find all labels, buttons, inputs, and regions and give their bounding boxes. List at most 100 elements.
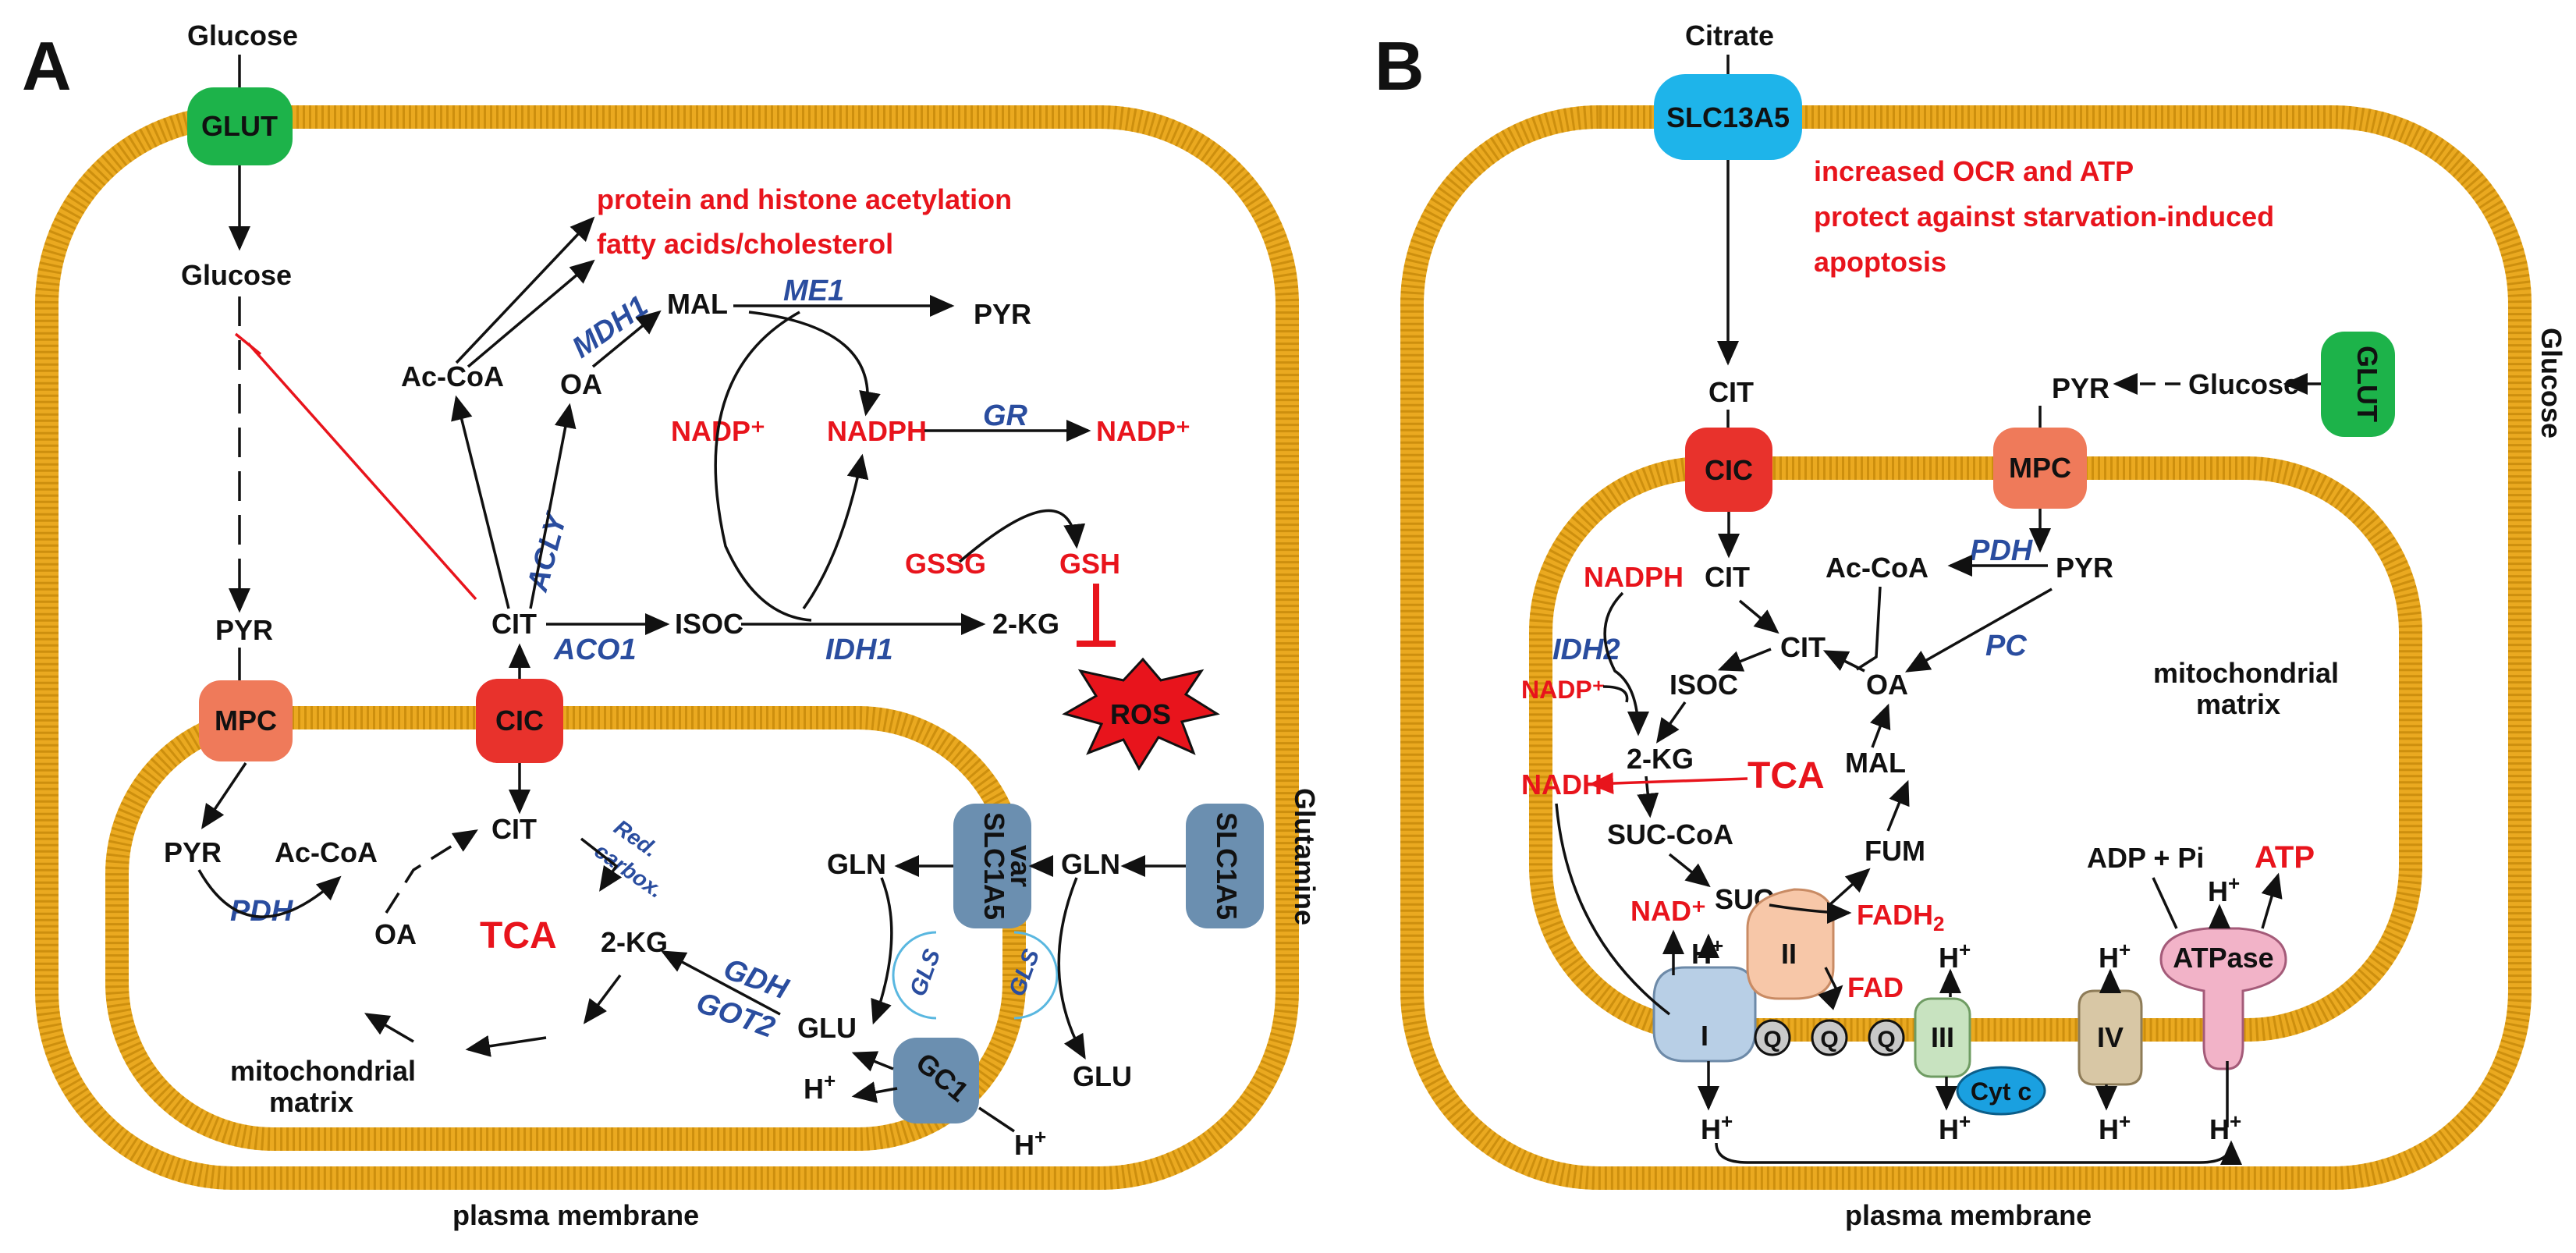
oa-cyto-a: OA [560,368,602,400]
pdh-label-b: PDH [1970,534,2034,567]
slc13a5-label: SLC13A5 [1666,101,1790,133]
glut-label-a: GLUT [201,110,278,142]
fad-b: FAD [1847,971,1904,1003]
acetylation-text: protein and histone acetylation [597,183,1012,215]
nadph-b: NADPH [1584,561,1684,593]
nadh-b: NADH [1521,768,1602,800]
h-complex-iii-bottom: H+ [1939,1109,1971,1145]
pyr-cyto-a: PYR [215,614,273,646]
tca-label-a: TCA [480,915,557,957]
h-complex-i-bottom: H+ [1701,1109,1733,1145]
glucose-in-b: Glucose [2188,368,2299,400]
panel-b-letter: B [1375,27,1425,105]
ac-coa-b: Ac-CoA [1826,552,1928,584]
mpc-label-a: MPC [215,705,277,737]
complex-ii: II [1746,888,1835,1000]
matrix-label-a-2: matrix [269,1086,353,1118]
isoc-b: ISOC [1669,669,1738,701]
h-complex-iii-top: H+ [1939,938,1971,974]
atpase-label: ATPase [2173,942,2273,974]
mpc-label-b: MPC [2009,452,2071,484]
citrate-label: Citrate [1685,20,1774,51]
oa-mito-a: OA [374,918,417,950]
glucose-out-a: Glucose [187,20,298,51]
gln-cyto-a: GLN [1061,848,1120,880]
matrix-label-b-2: matrix [2196,688,2280,720]
h-cyto-a: H+ [1014,1125,1046,1161]
nadp-b: NADP⁺ [1521,676,1606,704]
pyr-cyto-b: PYR [2052,372,2109,404]
two-kg-b: 2-KG [1627,743,1694,775]
complex-iv-label: IV [2097,1021,2124,1053]
cyt-c: Cyt c [1956,1066,2046,1116]
panel-a-arrows [197,55,1186,1133]
complex-i: I [1652,966,1757,1063]
panel-b-plasma-membrane-texture [1400,105,2532,1190]
isoc-a: ISOC [675,608,743,640]
cit-cyto-a: CIT [491,608,537,640]
glut-transporter-a: GLUT [187,87,293,165]
cit-tca-b: CIT [1780,631,1826,663]
cit-cyto-b: CIT [1708,376,1754,408]
aco1-label: ACO1 [553,634,637,666]
gssg-label: GSSG [905,548,986,580]
pc-label: PC [1985,630,2027,662]
complex-iii: III [1914,997,1971,1078]
slc1a5-var-transporter: SLC1A5 var [953,804,1037,928]
nadph-a: NADPH [827,415,927,447]
gc1-transporter: GC1 [893,1038,979,1123]
panel-a: A GLUT MPC CIC SLC1A5 var SLC1A5 [22,20,1321,1231]
matrix-label-b-1: mitochondrial [2153,657,2339,689]
oa-b: OA [1866,669,1908,701]
glucose-in-a: Glucose [181,259,292,291]
gls-label-1: GLS [905,946,946,999]
slc1a5-transporter: SLC1A5 [1186,804,1264,928]
pyr-me1: PYR [974,298,1031,330]
ac-coa-mito-a: Ac-CoA [275,836,378,868]
cit-mito-a: CIT [491,813,537,845]
gsh-label: GSH [1059,548,1120,580]
me1-label: ME1 [783,275,844,307]
mpc-transporter-b: MPC [1993,428,2087,509]
panel-a-mito-membrane [105,706,1026,1151]
matrix-label-a-1: mitochondrial [230,1055,416,1087]
two-kg-mito-a: 2-KG [601,926,668,958]
gr-label: GR [983,399,1028,432]
complex-ii-label: II [1781,938,1797,970]
nad-b: NAD⁺ [1630,895,1706,927]
fadh2-b: FADH2 [1857,899,1944,935]
h-complex-iv-bottom: H+ [2099,1109,2131,1145]
ros-label: ROS [1110,698,1171,730]
slc1a5-var-label: SLC1A5 [978,812,1010,920]
panel-b-arrows [1555,55,2321,1166]
h-atpase-bottom: H+ [2209,1109,2241,1145]
mpc-transporter-a: MPC [199,680,293,761]
h-mito-a: H+ [804,1069,836,1105]
q-label-1: Q [1763,1027,1781,1052]
complex-iii-label: III [1931,1021,1954,1053]
effect-text-2: protect against starvation-induced [1814,201,2274,232]
adp-pi-b: ADP + Pi [2087,842,2204,874]
gls-enzymes: GLS GLS [892,931,1059,1020]
glut-transporter-b: GLUT [2321,332,2395,437]
effect-text-1: increased OCR and ATP [1814,155,2134,187]
panel-a-plasma-membrane-texture [35,105,1299,1190]
panel-a-letter: A [22,27,72,105]
complex-iv: IV [2077,989,2143,1086]
q-label-3: Q [1877,1027,1895,1052]
complex-i-label: I [1701,1020,1708,1052]
gln-mito-a: GLN [827,848,886,880]
suc-coa-b: SUC-CoA [1607,818,1733,850]
cit-mito-b: CIT [1705,561,1750,593]
pyr-mito-b: PYR [2056,552,2113,584]
slc13a5-transporter: SLC13A5 [1654,74,1802,160]
glu-cyto-a: GLU [1073,1060,1132,1092]
panel-b: B SLC13A5 GLUT CIC MPC Citrate increased… [1375,20,2567,1231]
glucose-out-b: Glucose [2535,328,2567,438]
tca-label-b: TCA [1747,755,1825,797]
idh1-label: IDH1 [825,634,893,666]
panel-b-mito-membrane-texture [1529,456,2422,1042]
fum-b: FUM [1865,835,1925,867]
slc1a5-label: SLC1A5 [1211,812,1243,920]
